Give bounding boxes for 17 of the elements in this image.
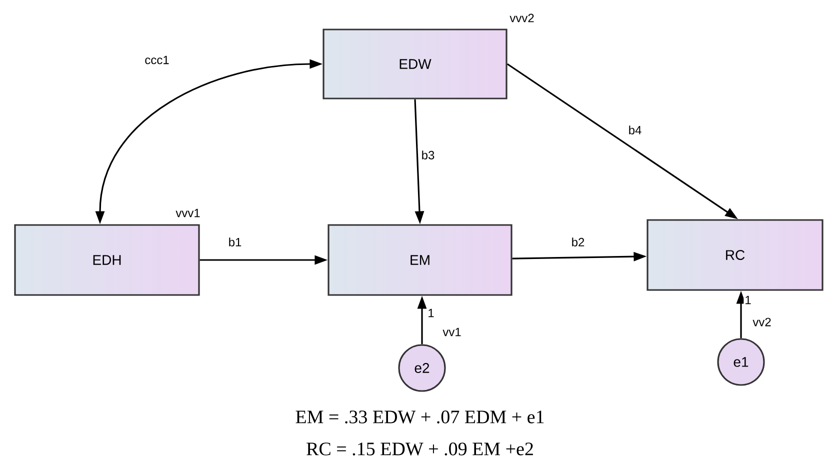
edge-label: ccc1 bbox=[145, 56, 169, 64]
equation: RC = .15 EDW + .09 EM +e2 bbox=[306, 442, 533, 456]
edge-label: b4 bbox=[629, 126, 642, 134]
variable-box: EDW bbox=[322, 28, 508, 100]
edge-label: 1 bbox=[428, 308, 434, 318]
equation: EM = .33 EDW + .07 EDM + e1 bbox=[296, 410, 544, 424]
edge-label: b3 bbox=[422, 150, 434, 160]
variable-box: EDH bbox=[14, 224, 200, 296]
variance-label: vv1 bbox=[442, 328, 461, 336]
variance-label: vvv1 bbox=[176, 208, 200, 218]
edge-label: b2 bbox=[572, 238, 584, 246]
variable-box: RC bbox=[646, 219, 824, 291]
variance-label: vv2 bbox=[752, 318, 771, 326]
variance-label: vvv2 bbox=[510, 14, 534, 22]
edge-label: b1 bbox=[229, 238, 242, 246]
edge-label: 1 bbox=[746, 296, 751, 304]
variable-box: EM bbox=[328, 224, 512, 296]
